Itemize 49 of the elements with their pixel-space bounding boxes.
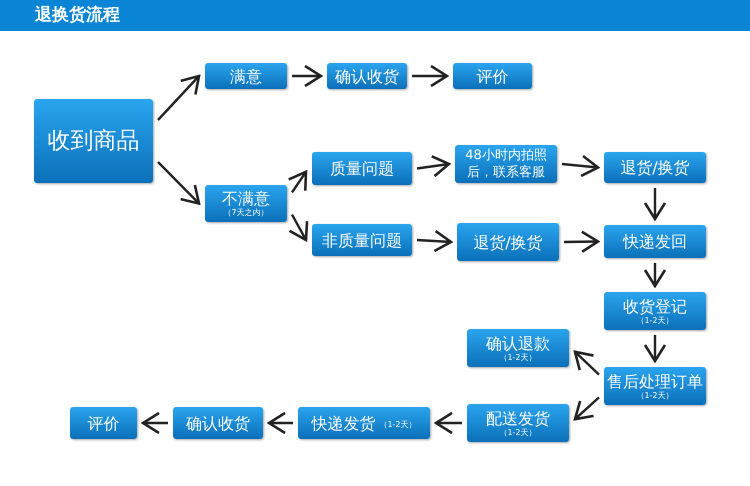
arrow xyxy=(142,412,168,434)
arrow xyxy=(268,412,293,434)
arrow xyxy=(644,188,666,220)
process-box: 确认收货 xyxy=(327,63,407,89)
arrow xyxy=(574,396,600,420)
process-box xyxy=(604,367,706,405)
arrow xyxy=(564,230,600,254)
process-box: 48小时内拍照后，联系客服 xyxy=(455,145,557,183)
process-box xyxy=(467,404,569,442)
process-box: 满意 xyxy=(205,63,287,89)
step-label: 快递发货 xyxy=(311,414,376,432)
step-label: 售后处理订单 xyxy=(607,372,703,390)
arrow xyxy=(416,230,452,252)
arrow xyxy=(287,170,308,194)
step-label: 确认退款 xyxy=(486,334,550,352)
step-label: 收货登记 xyxy=(623,296,687,316)
arrow xyxy=(157,74,200,121)
arrow xyxy=(562,154,600,178)
process-box: 快递发回 xyxy=(604,225,706,258)
process-box: 退货/换货 xyxy=(457,223,559,261)
arrow xyxy=(644,263,666,288)
duration-label: （1-2天） xyxy=(499,428,537,438)
duration-label: （7天之内） xyxy=(223,208,269,218)
step-label: 不满意 xyxy=(222,189,270,208)
process-box: 退货/换货 xyxy=(604,152,706,183)
arrow xyxy=(292,64,322,88)
process-box xyxy=(604,292,706,330)
duration-label: （1-2天） xyxy=(499,352,537,362)
process-box: 确认收货 xyxy=(173,407,263,439)
duration-label: （1-2天） xyxy=(379,420,417,430)
step-label: 配送发货 xyxy=(486,408,550,428)
process-box: 评价 xyxy=(453,63,532,89)
process-box: 评价 xyxy=(70,407,137,439)
arrow xyxy=(416,155,450,178)
title: 退换货流程 xyxy=(35,5,120,25)
process-box xyxy=(298,407,430,439)
start-box: 收到商品 xyxy=(34,99,153,183)
arrow xyxy=(412,64,448,88)
duration-label: （1-2天） xyxy=(636,390,674,400)
arrow xyxy=(157,161,200,205)
duration-label: （1-2天） xyxy=(636,316,674,326)
process-box xyxy=(467,329,569,367)
arrow xyxy=(434,412,462,434)
arrow xyxy=(644,335,666,362)
arrow xyxy=(288,214,308,242)
process-box xyxy=(205,185,287,222)
process-box: 质量问题 xyxy=(312,152,412,185)
process-box: 非质量问题 xyxy=(312,224,412,256)
arrow xyxy=(574,350,600,376)
